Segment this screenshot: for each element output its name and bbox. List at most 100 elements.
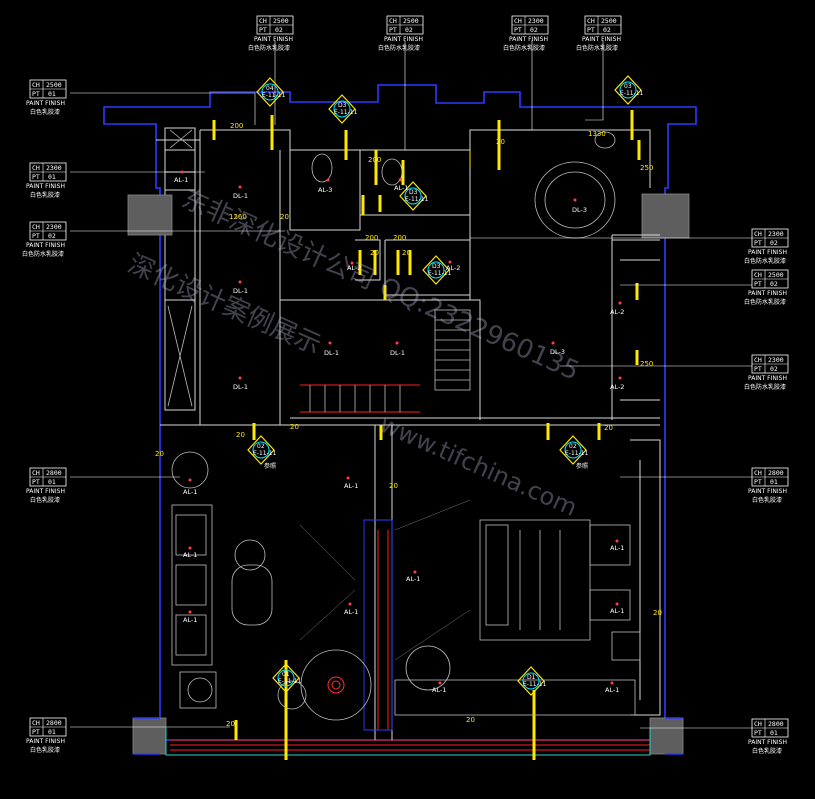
svg-text:2300: 2300 [46,223,62,231]
svg-text:E-11-11: E-11-11 [523,681,547,688]
svg-text:2500: 2500 [601,17,617,25]
column-bottom-left [132,717,167,755]
svg-text:PT: PT [587,26,595,34]
marker-d3-low: D3 E-11-11 [422,255,452,285]
svg-text:DL-1: DL-1 [233,383,248,391]
svg-text:01: 01 [282,671,290,678]
svg-text:200: 200 [368,156,381,164]
svg-text:CH: CH [754,271,762,279]
svg-text:20: 20 [389,482,398,490]
svg-text:1330: 1330 [588,130,606,138]
marker-01: 01 E-11-11 [272,663,302,693]
svg-text:PAINT FINISH: PAINT FINISH [748,290,787,297]
leaders [70,40,752,729]
svg-text:AL-2: AL-2 [347,264,361,272]
svg-text:250: 250 [640,360,653,368]
svg-text:白色防水乳胶漆: 白色防水乳胶漆 [744,298,786,306]
svg-text:DL-1: DL-1 [390,349,405,357]
svg-text:PT: PT [32,232,40,240]
svg-text:白色防水乳胶漆: 白色防水乳胶漆 [503,44,545,52]
tag-left-1: CH 2500 PT 01 PAINT FINISH 白色乳胶漆 [26,79,67,116]
svg-text:AL-1: AL-1 [610,607,624,615]
svg-text:D1: D1 [527,674,536,681]
svg-text:AL-1: AL-1 [344,608,358,616]
svg-text:02: 02 [770,239,778,247]
svg-text:E-11-11: E-11-11 [262,92,286,99]
svg-text:20: 20 [290,423,299,431]
svg-text:01: 01 [48,173,56,181]
svg-text:PT: PT [754,365,762,373]
marker-d3-top: D3 E-11-11 [328,94,358,124]
svg-text:CH: CH [514,17,522,25]
svg-text:白色乳胶漆: 白色乳胶漆 [752,496,782,504]
svg-text:DL-3: DL-3 [550,348,565,356]
svg-text:2500: 2500 [46,81,62,89]
svg-text:PAINT FINISH: PAINT FINISH [582,36,621,43]
tag-top-2: CH 2500 PT 02 PAINT FINISH 白色防水乳胶漆 [378,15,424,52]
marker-03-top: 03 E-11-11 [614,75,644,105]
svg-text:01: 01 [48,90,56,98]
svg-text:AL-1: AL-1 [610,544,624,552]
svg-text:20: 20 [236,431,245,439]
bed [479,519,591,641]
svg-text:参照: 参照 [264,462,276,470]
svg-text:D3: D3 [338,102,347,109]
svg-text:20: 20 [370,249,379,257]
svg-text:E-11-11: E-11-11 [334,109,358,116]
svg-text:PAINT FINISH: PAINT FINISH [254,36,293,43]
svg-text:AL-2: AL-2 [446,264,460,272]
marker-04: 04 E-11-11 [256,77,286,107]
svg-text:AL-1: AL-1 [432,686,446,694]
svg-text:白色防水乳胶漆: 白色防水乳胶漆 [22,250,64,258]
svg-text:PT: PT [389,26,397,34]
svg-text:200: 200 [393,234,406,242]
svg-text:CH: CH [754,230,762,238]
svg-text:PT: PT [32,728,40,736]
svg-text:AL-1: AL-1 [183,616,197,624]
svg-text:E-11-11: E-11-11 [278,678,302,685]
marker-d1: D1 E-11-11 [517,666,547,696]
svg-text:PAINT FINISH: PAINT FINISH [26,100,65,107]
svg-text:20: 20 [496,138,505,146]
svg-text:D3: D3 [432,263,441,270]
svg-text:PAINT FINISH: PAINT FINISH [26,488,65,495]
svg-text:E-11-11: E-11-11 [405,196,429,203]
svg-text:白色乳胶漆: 白色乳胶漆 [30,191,60,199]
svg-text:20: 20 [604,424,613,432]
svg-text:白色防水乳胶漆: 白色防水乳胶漆 [576,44,618,52]
svg-text:PAINT FINISH: PAINT FINISH [748,375,787,382]
svg-text:CH: CH [259,17,267,25]
svg-text:AL-1: AL-1 [344,482,358,490]
marker-d3-mid: D3 E-11-11 [399,181,429,211]
svg-text:250: 250 [640,164,653,172]
svg-text:20: 20 [466,716,475,724]
svg-text:CH: CH [754,469,762,477]
tag-right-5: CH 2800 PT 01 PAINT FINISH 白色乳胶漆 [748,718,789,755]
light-labels: AL-1 DL-1 DL-1 DL-1 DL-1 DL-1 AL-3 AL-1 … [174,170,624,694]
svg-text:www.tifchina.com: www.tifchina.com [376,410,582,522]
svg-text:白色乳胶漆: 白色乳胶漆 [30,108,60,116]
svg-text:2300: 2300 [768,356,784,364]
svg-text:DL-1: DL-1 [233,287,248,295]
svg-text:深化设计案例展示: 深化设计案例展示 [123,249,325,361]
svg-text:白色乳胶漆: 白色乳胶漆 [752,747,782,755]
sofa [171,504,213,666]
svg-text:02: 02 [603,26,611,34]
svg-text:AL-1: AL-1 [183,488,197,496]
tag-ch-label: CH [32,81,40,89]
svg-text:CH: CH [32,719,40,727]
svg-text:20: 20 [402,249,411,257]
svg-text:AL-2: AL-2 [610,308,624,316]
svg-text:PT: PT [32,90,40,98]
svg-text:白色防水乳胶漆: 白色防水乳胶漆 [744,257,786,265]
svg-text:PAINT FINISH: PAINT FINISH [26,738,65,745]
tag-left-2: CH 2300 PT 01 PAINT FINISH 白色乳胶漆 [26,162,67,199]
svg-text:PAINT FINISH: PAINT FINISH [748,488,787,495]
svg-text:白色防水乳胶漆: 白色防水乳胶漆 [378,44,420,52]
svg-text:PAINT FINISH: PAINT FINISH [384,36,423,43]
svg-text:E-11-11: E-11-11 [620,90,644,97]
tag-top-3: CH 2300 PT 02 PAINT FINISH 白色防水乳胶漆 [503,15,549,52]
round-table [300,649,372,721]
